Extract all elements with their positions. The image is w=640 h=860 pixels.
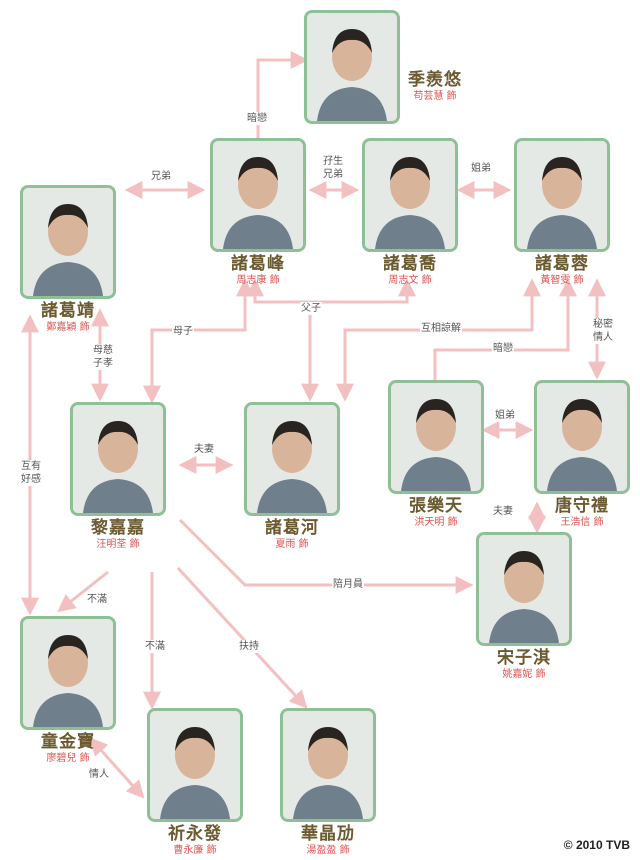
person-silhouette-icon <box>73 405 163 513</box>
actor-credit: 汪明荃 飾 <box>96 539 140 550</box>
portrait-photo <box>534 380 630 494</box>
character-name: 華晶劢 <box>301 824 355 844</box>
rel-label-mimi: 秘密情人 <box>588 318 618 344</box>
portrait-photo <box>362 138 458 252</box>
actor-credit: 周志康 飾 <box>236 275 280 286</box>
rel-label-peiyue: 陪月員 <box>332 578 364 591</box>
rel-label-fuqi2: 夫妻 <box>492 505 514 518</box>
portrait-photo <box>20 185 116 299</box>
character-ji: 季羨悠 苟芸慧 飾 <box>304 10 484 124</box>
rel-label-qingren: 情人 <box>88 768 110 781</box>
portrait-photo <box>304 10 400 124</box>
character-qiyongfa: 祈永發 曹永廉 飾 <box>135 708 255 857</box>
rel-label-jiedi: 姐弟 <box>470 162 492 175</box>
person-silhouette-icon <box>479 535 569 643</box>
rel-label-anlian: 暗戀 <box>246 112 268 125</box>
rel-label-fuchi: 扶持 <box>238 640 260 653</box>
person-silhouette-icon <box>247 405 337 513</box>
edge-buman-jinbao <box>57 570 109 613</box>
character-name: 諸葛峰 <box>231 254 285 274</box>
rel-label-buman2: 不滿 <box>144 640 166 653</box>
portrait-photo <box>70 402 166 516</box>
rel-label-fuzi: 父子 <box>300 302 322 315</box>
character-name: 諸葛喬 <box>383 254 437 274</box>
character-tangshouli: 唐守禮 王浩信 飾 <box>522 380 640 529</box>
person-silhouette-icon <box>283 711 373 819</box>
actor-credit: 曹永廉 飾 <box>173 845 217 856</box>
character-tongjinbao: 童金寶 廖碧兒 飾 <box>8 616 128 765</box>
person-silhouette-icon <box>307 13 397 121</box>
portrait-photo <box>476 532 572 646</box>
person-silhouette-icon <box>365 141 455 249</box>
character-zhugerong: 諸葛蓉 黃智雯 飾 <box>502 138 622 287</box>
rel-label-xiongdi: 兄弟 <box>150 170 172 183</box>
edge-peiyue <box>178 518 474 594</box>
character-zhugefeng: 諸葛峰 周志康 飾 <box>198 138 318 287</box>
character-name: 童金寶 <box>41 732 95 752</box>
actor-credit: 湯盈盈 飾 <box>306 845 350 856</box>
actor-credit: 廖碧兒 飾 <box>46 753 90 764</box>
portrait-photo <box>388 380 484 494</box>
rel-label-fuqi: 夫妻 <box>193 443 215 456</box>
actor-credit: 姚嘉妮 飾 <box>502 669 546 680</box>
portrait-photo <box>514 138 610 252</box>
character-zhugejing: 諸葛靖 鄭嘉穎 飾 <box>8 185 128 334</box>
person-silhouette-icon <box>150 711 240 819</box>
rel-label-luansheng: 孖生兄弟 <box>318 155 348 181</box>
actor-credit: 苟芸慧 飾 <box>413 91 457 102</box>
rel-label-buman1: 不滿 <box>86 593 108 606</box>
rel-label-huyou: 互有好感 <box>16 460 46 486</box>
copyright-notice: © 2010 TVB <box>563 838 630 852</box>
character-lijiajia: 黎嘉嘉 汪明荃 飾 <box>58 402 178 551</box>
character-name: 唐守禮 <box>555 496 609 516</box>
rel-label-jiedi2: 姐弟 <box>494 409 516 422</box>
character-zhugeqiao: 諸葛喬 周志文 飾 <box>350 138 470 287</box>
person-silhouette-icon <box>213 141 303 249</box>
rel-label-muci: 母慈子孝 <box>88 344 118 370</box>
person-silhouette-icon <box>517 141 607 249</box>
character-zhangletian: 張樂天 洪天明 飾 <box>376 380 496 529</box>
character-name: 諸葛靖 <box>41 301 95 321</box>
character-name: 宋子淇 <box>497 648 551 668</box>
character-name: 黎嘉嘉 <box>91 518 145 538</box>
portrait-photo <box>280 708 376 822</box>
person-silhouette-icon <box>23 619 113 727</box>
character-name: 諸葛蓉 <box>535 254 589 274</box>
actor-credit: 王浩信 飾 <box>560 517 604 528</box>
character-name: 張樂天 <box>409 496 463 516</box>
portrait-photo <box>20 616 116 730</box>
portrait-photo <box>210 138 306 252</box>
rel-label-huxiang: 互相諒解 <box>420 322 462 335</box>
rel-label-muzi: 母子 <box>172 325 194 338</box>
edge-muzi <box>143 278 254 404</box>
person-silhouette-icon <box>537 383 627 491</box>
person-silhouette-icon <box>391 383 481 491</box>
actor-credit: 鄭嘉穎 飾 <box>46 322 90 333</box>
actor-credit: 黃智雯 飾 <box>540 275 584 286</box>
character-name: 諸葛河 <box>265 518 319 538</box>
character-zhugehe: 諸葛河 夏雨 飾 <box>232 402 352 551</box>
character-name: 祈永發 <box>168 824 222 844</box>
character-songziqi: 宋子淇 姚嘉妮 飾 <box>464 532 584 681</box>
person-silhouette-icon <box>23 188 113 296</box>
actor-credit: 夏雨 飾 <box>275 539 309 550</box>
edge-anlian-feng-ji <box>256 51 309 140</box>
actor-credit: 洪天明 飾 <box>414 517 458 528</box>
character-huajingmai: 華晶劢 湯盈盈 飾 <box>268 708 388 857</box>
actor-credit: 周志文 飾 <box>388 275 432 286</box>
portrait-photo <box>244 402 340 516</box>
edge-fuchi <box>176 566 308 709</box>
portrait-photo <box>147 708 243 822</box>
rel-label-anlian2: 暗戀 <box>492 342 514 355</box>
character-name: 季羨悠 <box>408 70 462 90</box>
edge-qingren <box>89 737 145 799</box>
